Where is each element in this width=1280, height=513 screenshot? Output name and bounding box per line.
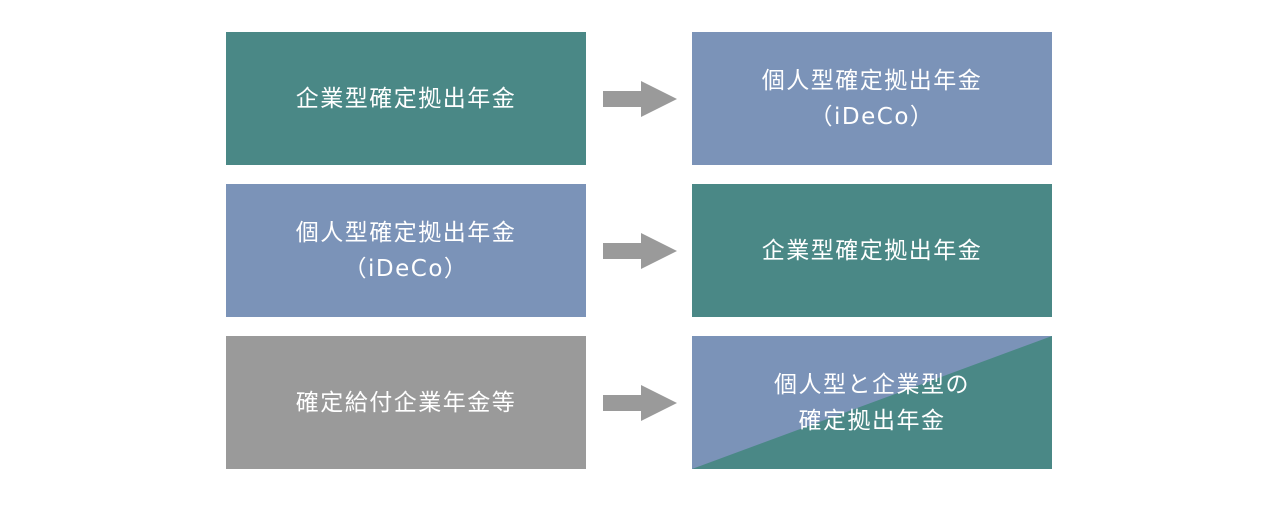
to-box-individual-dc: 個人型確定拠出年金 （iDeCo） — [692, 32, 1052, 165]
from-box-label: 確定給付企業年金等 — [296, 385, 517, 421]
from-box-line: 企業型確定拠出年金 — [295, 85, 517, 112]
to-box-label: 個人型確定拠出年金 （iDeCo） — [762, 63, 983, 135]
from-box-line: 確定給付企業年金等 — [295, 389, 517, 416]
from-box-line: （iDeCo） — [343, 255, 469, 282]
to-box-label: 個人型と企業型の 確定拠出年金 — [774, 367, 970, 439]
to-box-label: 企業型確定拠出年金 — [762, 233, 983, 269]
to-box-line: 個人型と企業型の — [774, 371, 970, 398]
from-box-individual-dc: 個人型確定拠出年金 （iDeCo） — [226, 184, 586, 317]
from-box-label: 個人型確定拠出年金 （iDeCo） — [296, 215, 517, 287]
from-box-label: 企業型確定拠出年金 — [296, 81, 517, 117]
right-arrow-icon — [603, 233, 677, 269]
to-box-line: 企業型確定拠出年金 — [761, 237, 983, 264]
to-box-line: 個人型確定拠出年金 — [761, 67, 983, 94]
from-box-defined-benefit: 確定給付企業年金等 — [226, 336, 586, 469]
right-arrow-icon — [603, 385, 677, 421]
right-arrow-icon — [603, 81, 677, 117]
diagonal-split-shape — [692, 336, 1052, 469]
to-box-corporate-dc: 企業型確定拠出年金 — [692, 184, 1052, 317]
from-box-corporate-dc: 企業型確定拠出年金 — [226, 32, 586, 165]
to-box-line: （iDeCo） — [809, 103, 935, 130]
from-box-line: 個人型確定拠出年金 — [295, 219, 517, 246]
to-box-line: 確定拠出年金 — [798, 407, 946, 434]
to-box-individual-and-corporate-dc: 個人型と企業型の 確定拠出年金 — [692, 336, 1052, 469]
